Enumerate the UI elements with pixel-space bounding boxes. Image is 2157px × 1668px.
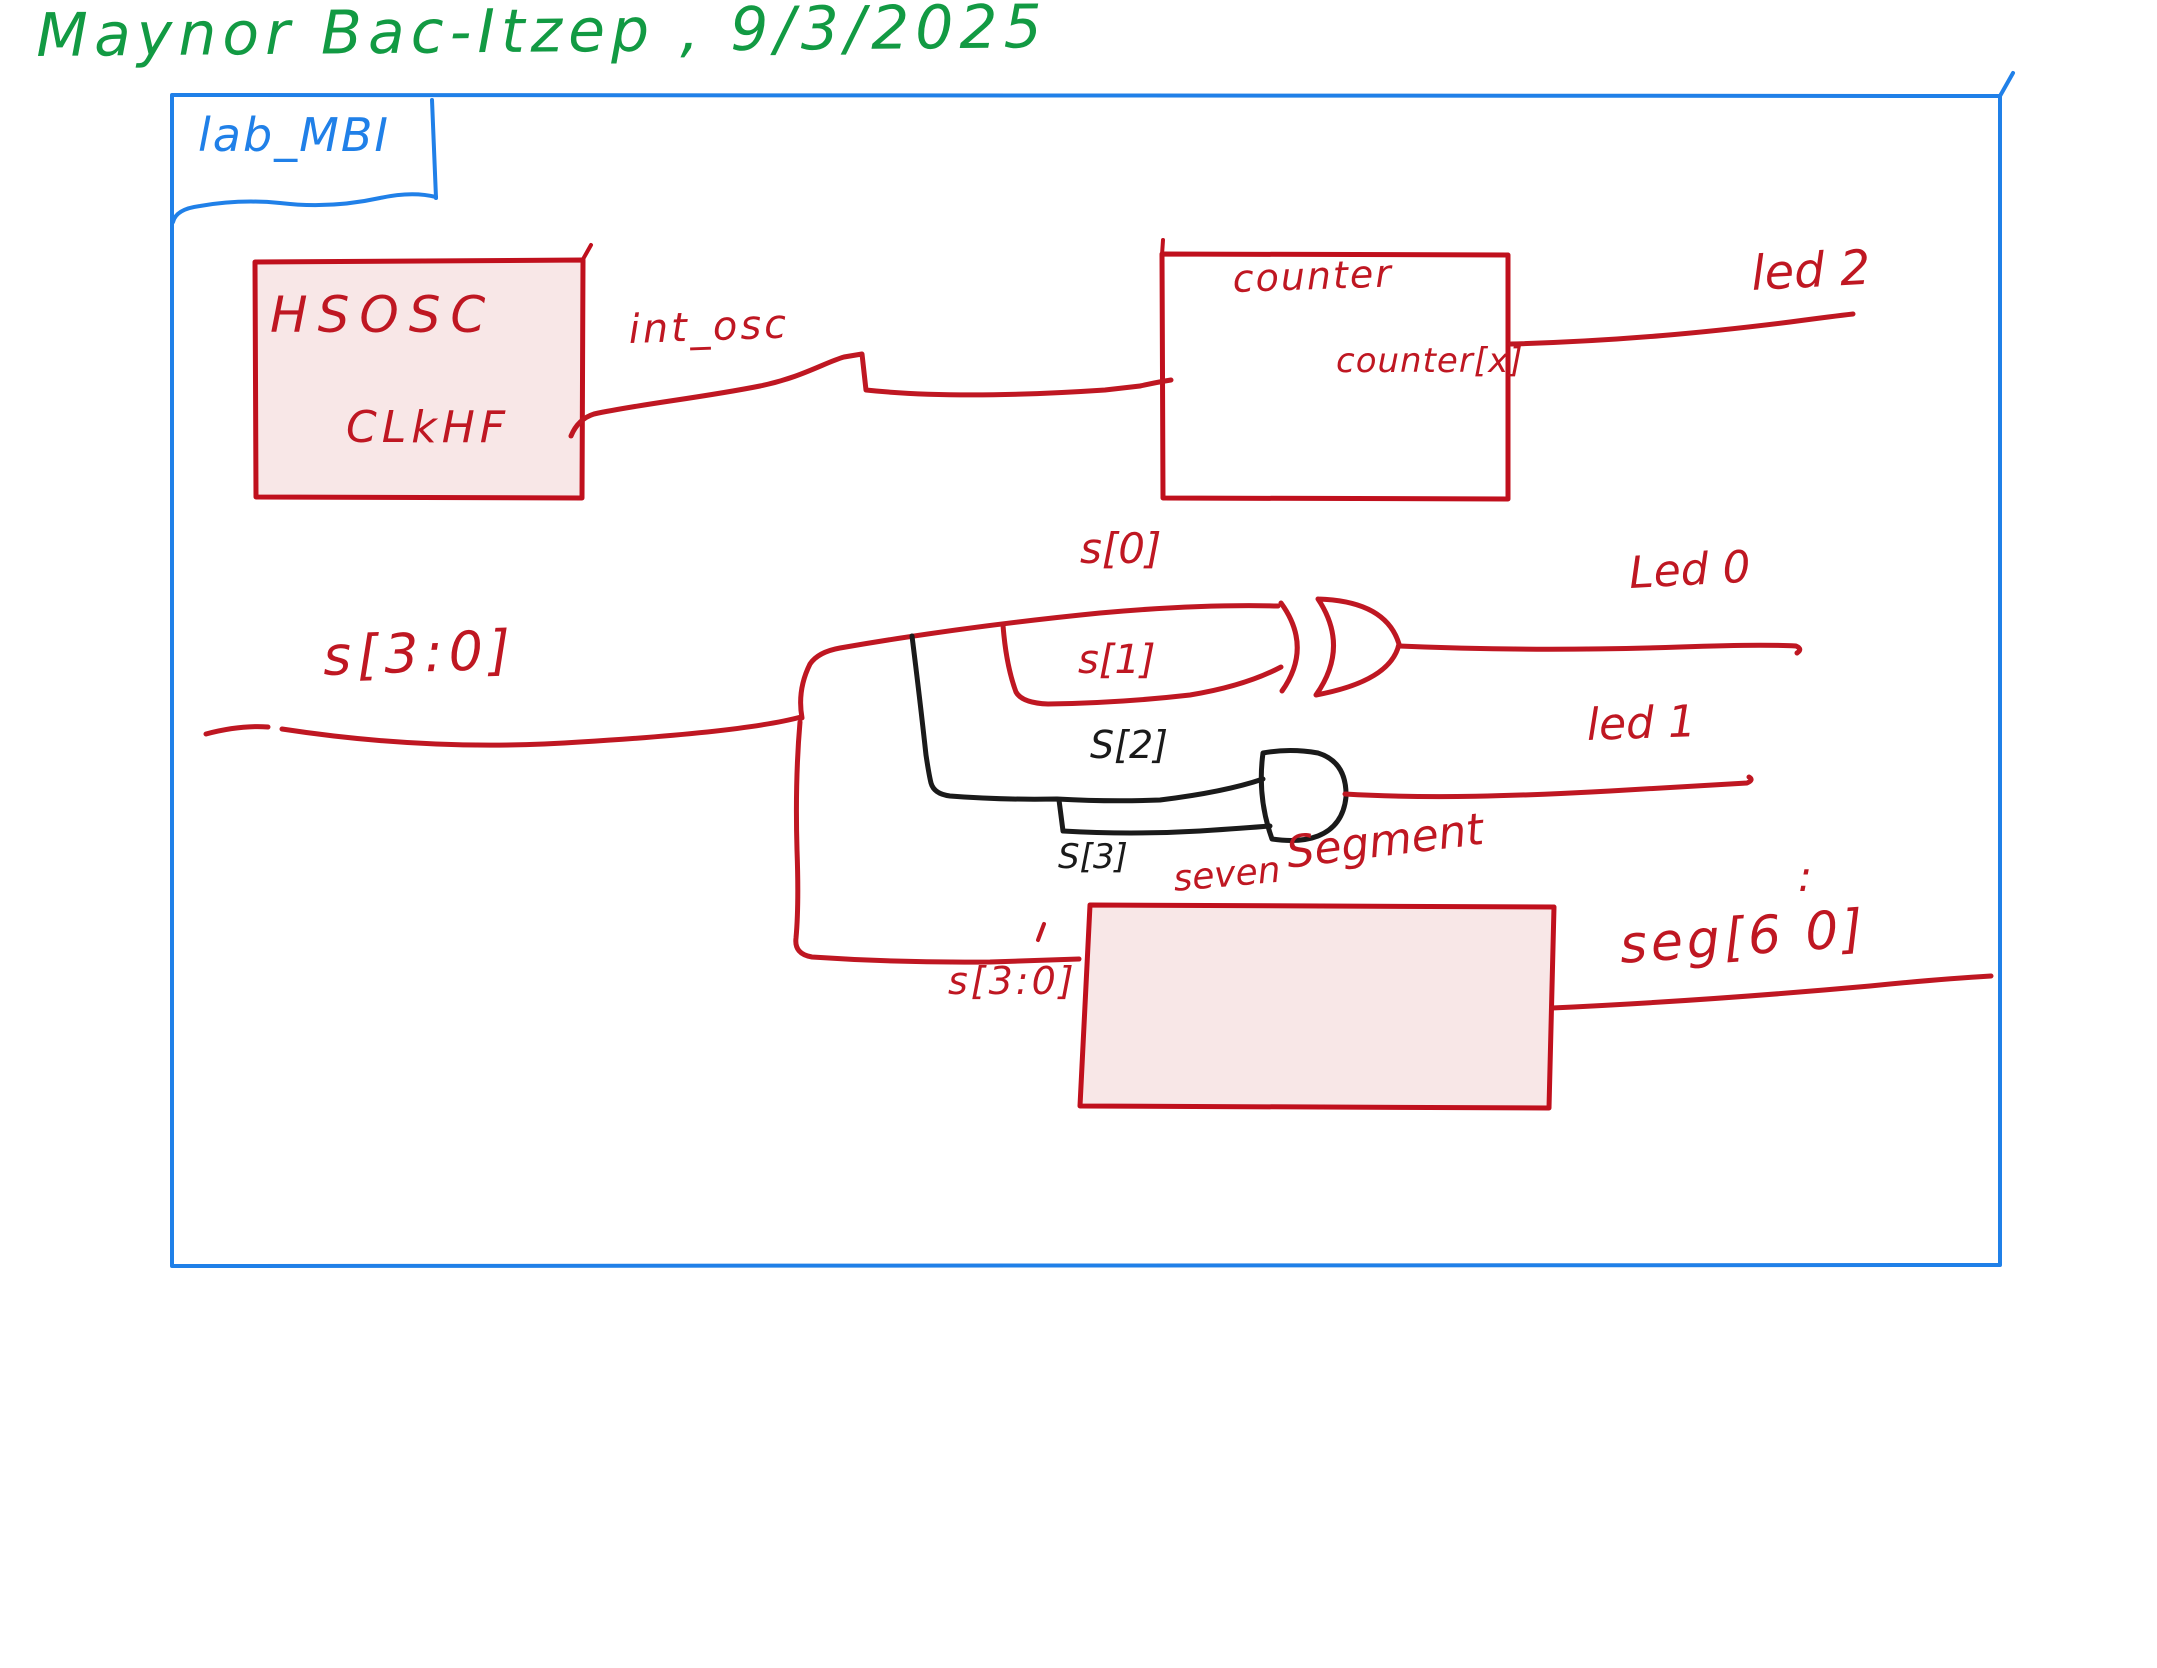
wire-s1: [1000, 622, 1284, 707]
hsosc-port-label: CLkHF: [346, 402, 511, 453]
hsosc-block: [252, 257, 586, 501]
s3-wire-label: S[3]: [1058, 837, 1128, 877]
wire-s-bus-lead: [203, 724, 271, 737]
int-osc-wire-label: int_osc: [627, 301, 790, 353]
led0-wire-label: Led 0: [1627, 541, 1752, 599]
counter-block: [1159, 251, 1511, 502]
s0-wire-label: s[0]: [1080, 524, 1162, 573]
module-tag-vertical: [430, 98, 438, 200]
wire-int-osc: [568, 351, 1174, 439]
stray-colon-mark: :: [1798, 852, 1813, 901]
led2-wire-label: led 2: [1749, 239, 1872, 302]
counter-block-overshoot: [1160, 238, 1165, 257]
s-bus-wire-label: s[3:0]: [321, 618, 518, 688]
apostrophe-tick: [1036, 922, 1046, 942]
wire-s-bus-down: [793, 719, 1082, 965]
and-gate-body: [1258, 748, 1349, 843]
wire-s2-black: [909, 633, 1266, 804]
or-gate-body: [1313, 596, 1402, 698]
hsosc-title: HSOSC: [270, 286, 496, 344]
counter-output-label: counter[x]: [1336, 341, 1524, 381]
module-label: lab_MBI: [198, 108, 390, 162]
seven-segment-input-label: s[3:0]: [948, 959, 1077, 1003]
or-gate-input-arc: [1278, 600, 1300, 694]
s1-wire-label: s[1]: [1078, 637, 1156, 683]
wire-led0: [1396, 642, 1803, 656]
module-border-overshoot: [1998, 71, 2015, 98]
led1-wire-label: led 1: [1585, 696, 1697, 751]
s2-wire-label: S[2]: [1090, 723, 1168, 767]
module-tag-wavy-underline: [171, 192, 438, 224]
counter-title: counter: [1231, 251, 1394, 301]
module-border: [170, 93, 2002, 1268]
author-date-header: Maynor Bac-Itzep , 9/3/2025: [35, 0, 1049, 71]
wire-s-bus: [279, 714, 804, 748]
seven-segment-block: [1077, 902, 1557, 1111]
wire-led2: [1508, 311, 1856, 347]
hsosc-block-overshoot: [580, 243, 593, 263]
wire-s3-black: [1056, 797, 1273, 836]
wire-led1: [1342, 774, 1754, 800]
seven-segment-title-script: seven: [1171, 849, 1283, 900]
wire-s0: [798, 603, 1281, 721]
wire-seg-out: [1549, 973, 1994, 1011]
